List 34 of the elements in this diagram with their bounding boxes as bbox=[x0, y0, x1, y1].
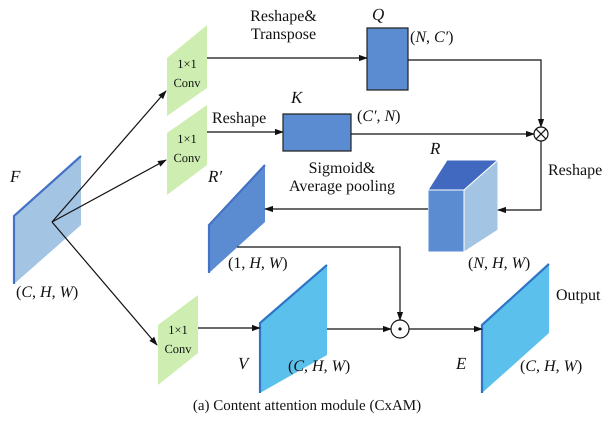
tensor-name: R bbox=[430, 140, 440, 159]
dimension-label: (C′, N) bbox=[357, 108, 400, 126]
arrow bbox=[198, 324, 261, 332]
block-label: 1×1 Conv bbox=[172, 131, 202, 167]
tensor-name: V bbox=[238, 355, 248, 374]
block-label: 1×1 Conv bbox=[172, 56, 202, 92]
tensor-name: R′ bbox=[208, 168, 222, 187]
arrow bbox=[207, 128, 284, 136]
block-label: 1×1 Conv bbox=[163, 322, 193, 358]
arrow bbox=[52, 222, 158, 346]
dimension-label: (C, H, W) bbox=[16, 284, 78, 302]
arrow bbox=[327, 326, 392, 332]
dimension-label: (C, H, W) bbox=[520, 358, 582, 376]
arrow bbox=[52, 159, 167, 223]
edge-label: Reshape bbox=[548, 162, 602, 180]
arrow bbox=[52, 90, 167, 222]
dimension-label: (N, C′) bbox=[410, 29, 454, 47]
edge-label: Reshape bbox=[212, 110, 266, 128]
arrow bbox=[351, 130, 535, 138]
tensor-name: Q bbox=[372, 6, 384, 25]
arrow bbox=[409, 326, 483, 332]
arrow bbox=[264, 206, 428, 212]
arrow bbox=[237, 246, 404, 321]
tensor-name: K bbox=[291, 89, 302, 108]
arrow bbox=[408, 59, 544, 128]
arrow bbox=[207, 54, 368, 62]
tensor-name: E bbox=[456, 355, 466, 374]
tensor-name: F bbox=[10, 168, 20, 187]
dimension-label: (C, H, W) bbox=[288, 358, 350, 376]
dimension-label: (1, H, W) bbox=[228, 255, 288, 273]
arrow bbox=[497, 141, 542, 214]
output-label: Output bbox=[556, 287, 600, 305]
caption: (a) Content attention module (CxAM) bbox=[192, 398, 422, 415]
dimension-label: (N, H, W) bbox=[468, 255, 530, 273]
